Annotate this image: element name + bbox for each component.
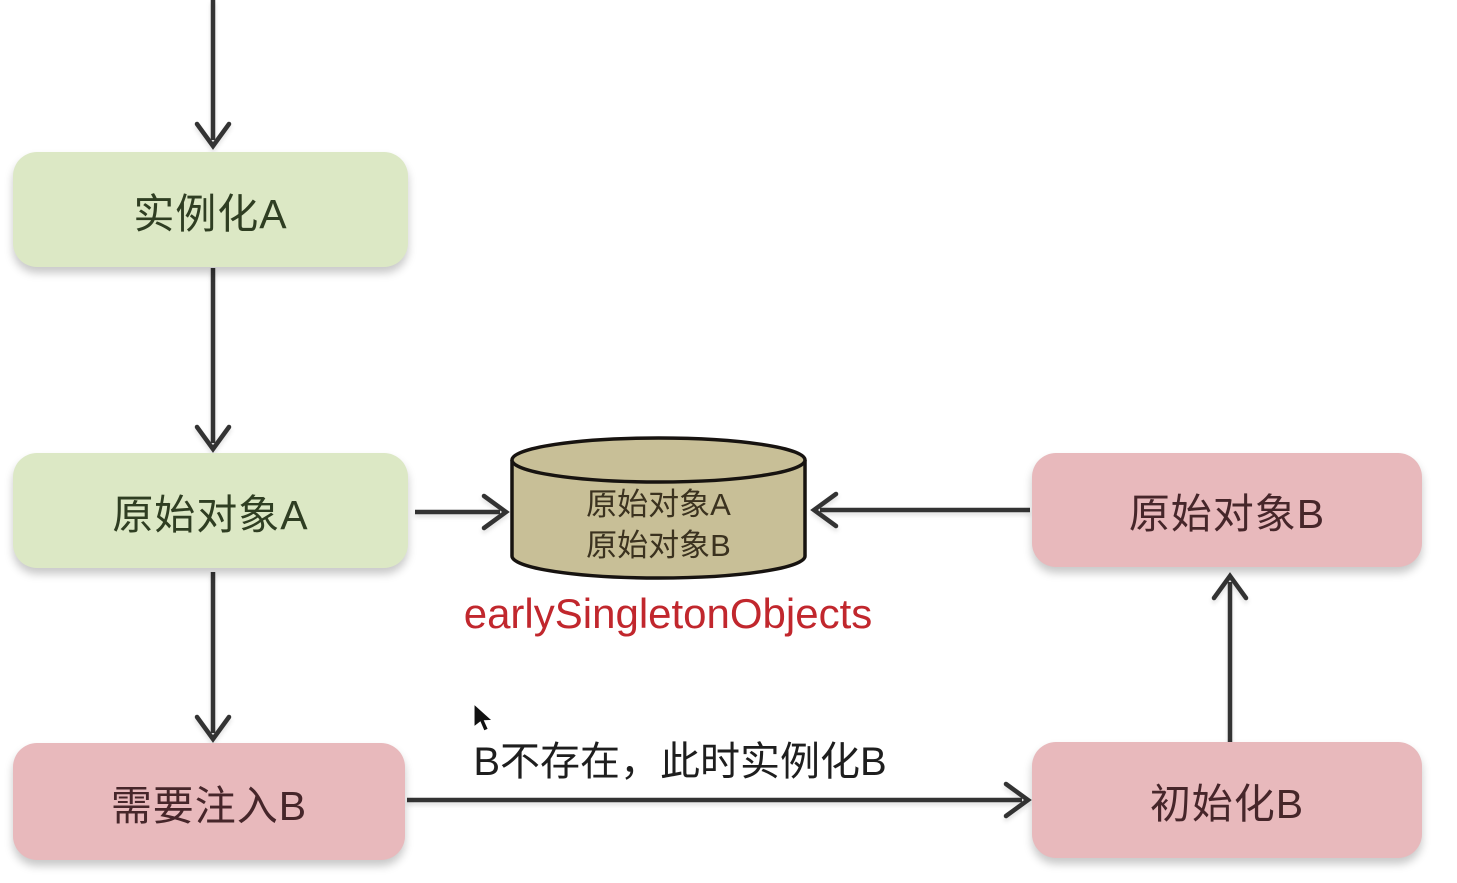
cache-cylinder-caption: earlySingletonObjects bbox=[463, 590, 873, 637]
cache-entry-raw-object-a: 原始对象A bbox=[586, 487, 731, 522]
cache-cylinder-contents: 原始对象A 原始对象B bbox=[512, 484, 805, 566]
node-need-inject-b-label: 需要注入B bbox=[110, 782, 308, 829]
cache-cylinder-icon bbox=[510, 436, 807, 580]
edge-label-b-not-exist: B不存在，此时实例化B bbox=[473, 740, 887, 784]
node-raw-object-b-label: 原始对象B bbox=[1128, 491, 1326, 537]
arrow-need-inject-b-to-initialize-b bbox=[407, 781, 1032, 819]
connector-arrows bbox=[194, 0, 1249, 819]
node-initialize-b: 初始化B bbox=[1032, 742, 1422, 858]
node-need-inject-b: 需要注入B bbox=[13, 743, 405, 860]
cache-entry-raw-object-b: 原始对象B bbox=[586, 528, 731, 563]
node-instantiate-a-label: 实例化A bbox=[133, 190, 288, 237]
arrow-instantiate-a-to-raw-a bbox=[194, 268, 232, 453]
arrow-raw-a-to-need-inject-b bbox=[194, 572, 232, 743]
node-instantiate-a: 实例化A bbox=[13, 152, 408, 267]
arrow-initialize-b-to-raw-b bbox=[1211, 572, 1249, 744]
node-initialize-b-label: 初始化B bbox=[1149, 781, 1305, 827]
mouse-pointer-icon bbox=[473, 702, 494, 732]
node-raw-object-b: 原始对象B bbox=[1032, 453, 1422, 567]
node-raw-object-a-label: 原始对象A bbox=[112, 491, 309, 538]
arrow-raw-a-to-cache bbox=[415, 493, 510, 531]
arrow-raw-b-to-cache bbox=[810, 491, 1030, 529]
arrow-top-entry bbox=[194, 0, 232, 150]
node-raw-object-a: 原始对象A bbox=[13, 453, 408, 568]
